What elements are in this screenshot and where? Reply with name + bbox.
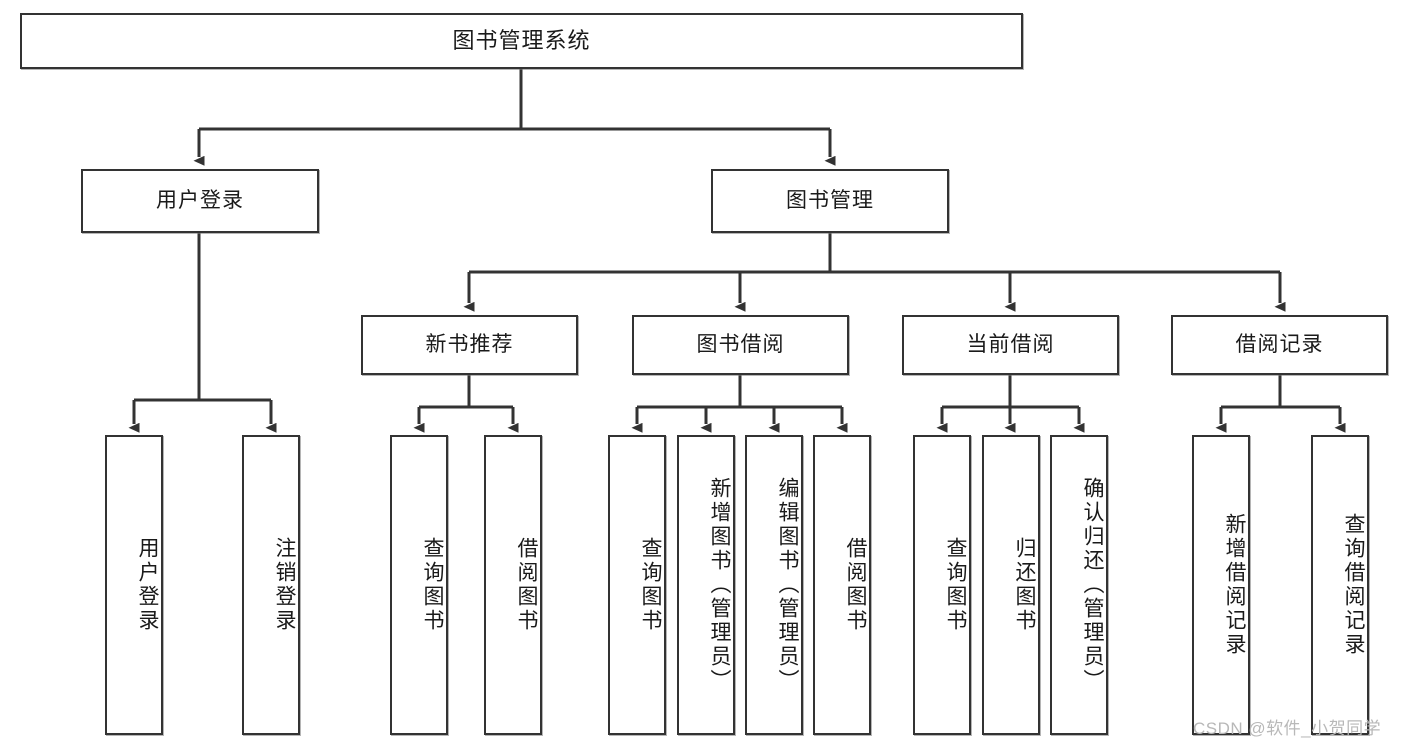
leaf-user-login-logout[interactable]: 注销登录 bbox=[242, 435, 300, 735]
leaf-book-borrow-borrow[interactable]: 借阅图书 bbox=[813, 435, 871, 735]
node-new-book-recommend[interactable]: 新书推荐 bbox=[361, 315, 578, 375]
leaf-book-borrow-query[interactable]: 查询图书 bbox=[608, 435, 666, 735]
node-book-borrow-label: 图书借阅 bbox=[696, 333, 785, 357]
csdn-watermark: CSDN @软件_小贺同学 bbox=[1193, 719, 1382, 738]
leaf-label: 借阅图书 bbox=[844, 537, 867, 633]
leaf-label: 查询借阅记录 bbox=[1342, 513, 1365, 657]
node-borrow-record[interactable]: 借阅记录 bbox=[1171, 315, 1388, 375]
leaf-label: 确认归还（管理员） bbox=[1081, 477, 1104, 693]
leaf-borrow-record-query[interactable]: 查询借阅记录 bbox=[1311, 435, 1369, 735]
node-book-borrow[interactable]: 图书借阅 bbox=[632, 315, 849, 375]
leaf-current-borrow-confirm-return[interactable]: 确认归还（管理员） bbox=[1050, 435, 1108, 735]
node-book-management-label: 图书管理 bbox=[786, 189, 874, 213]
leaf-label: 编辑图书（管理员） bbox=[776, 477, 799, 693]
node-book-management[interactable]: 图书管理 bbox=[711, 169, 949, 233]
leaf-label: 归还图书 bbox=[1013, 537, 1036, 633]
leaf-current-borrow-return[interactable]: 归还图书 bbox=[982, 435, 1040, 735]
leaf-label: 新增图书（管理员） bbox=[708, 477, 731, 693]
leaf-book-borrow-add[interactable]: 新增图书（管理员） bbox=[677, 435, 735, 735]
node-borrow-record-label: 借阅记录 bbox=[1235, 333, 1324, 357]
node-current-borrow[interactable]: 当前借阅 bbox=[902, 315, 1119, 375]
leaf-label: 借阅图书 bbox=[515, 537, 538, 633]
leaf-book-borrow-edit[interactable]: 编辑图书（管理员） bbox=[745, 435, 803, 735]
leaf-label: 注销登录 bbox=[273, 537, 296, 633]
node-root-label: 图书管理系统 bbox=[452, 27, 591, 53]
leaf-user-login-login[interactable]: 用户登录 bbox=[105, 435, 163, 735]
leaf-borrow-record-add[interactable]: 新增借阅记录 bbox=[1192, 435, 1250, 735]
node-user-login[interactable]: 用户登录 bbox=[81, 169, 319, 233]
leaf-label: 新增借阅记录 bbox=[1223, 513, 1246, 657]
leaf-label: 查询图书 bbox=[944, 537, 967, 633]
node-root-book-management-system[interactable]: 图书管理系统 bbox=[20, 13, 1023, 69]
leaf-new-book-borrow[interactable]: 借阅图书 bbox=[484, 435, 542, 735]
leaf-current-borrow-query[interactable]: 查询图书 bbox=[913, 435, 971, 735]
node-user-login-label: 用户登录 bbox=[156, 189, 244, 213]
leaf-label: 查询图书 bbox=[639, 537, 662, 633]
leaf-new-book-query[interactable]: 查询图书 bbox=[390, 435, 448, 735]
node-new-book-recommend-label: 新书推荐 bbox=[425, 333, 514, 357]
node-current-borrow-label: 当前借阅 bbox=[966, 333, 1055, 357]
leaf-label: 用户登录 bbox=[136, 537, 159, 633]
leaf-label: 查询图书 bbox=[421, 537, 444, 633]
